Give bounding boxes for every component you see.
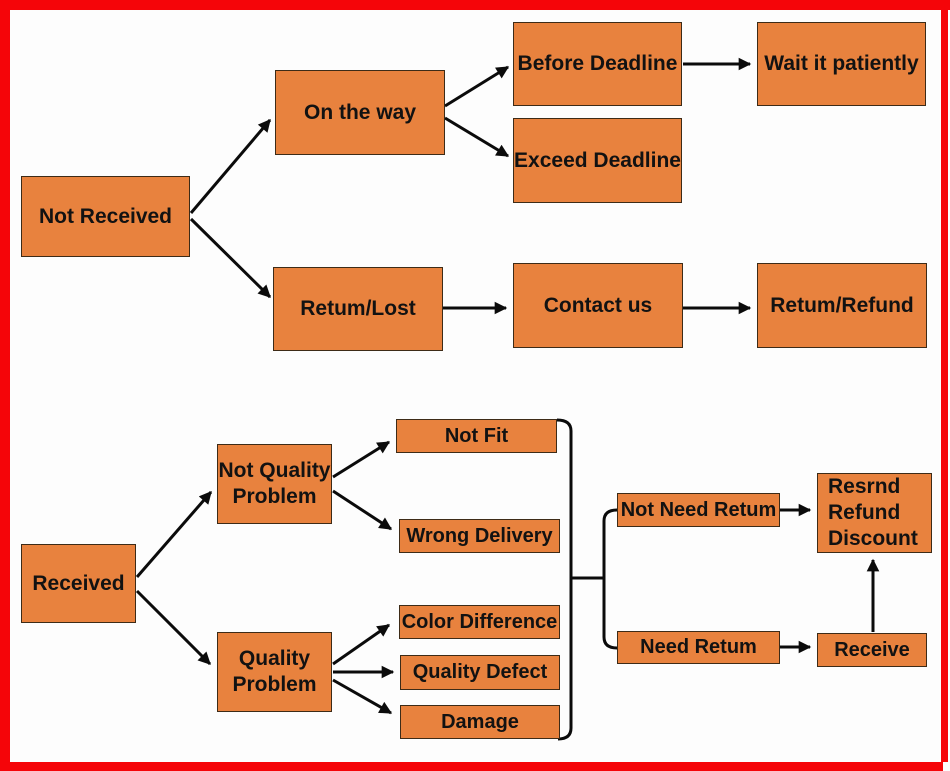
node-before-deadline: Before Deadline [513,22,682,106]
node-retum-lost-label: Retum/Lost [300,297,416,321]
edge-not-received-to-on-the-way [189,119,272,214]
node-not-need-retum-label: Not Need Retum [620,498,777,521]
node-quality-problem-label: Quality Problem [232,647,317,696]
node-contact-us: Contact us [513,263,683,348]
node-color-difference: Color Difference [399,605,560,639]
node-wrong-delivery-label: Wrong Delivery [406,524,553,547]
node-color-difference-label: Color Difference [401,610,558,633]
edge-quality-problem-to-color-difference [332,623,391,666]
frame-border-left [0,0,10,771]
node-need-retum: Need Retum [617,631,780,664]
node-wait-it-patiently: Wait it patiently [757,22,926,106]
node-resrnd-refund-discount: Resrnd Refund Discount [817,473,932,553]
node-wait-it-patiently-label: Wait it patiently [764,52,919,76]
node-need-retum-label: Need Retum [640,636,757,659]
node-not-quality-problem: Not Quality Problem [217,444,332,524]
node-resrnd-refund-discount-label: Resrnd Refund Discount [828,475,918,550]
node-received: Received [21,544,136,623]
bracket-outcomes-group [556,418,573,741]
node-not-fit: Not Fit [396,419,557,453]
node-retum-refund: Retum/Refund [757,263,927,348]
node-damage: Damage [400,705,560,739]
node-received-label: Received [32,571,125,595]
edge-received-to-not-quality-problem [135,491,213,578]
edge-on-the-way-to-exceed-deadline [444,116,510,158]
node-on-the-way-label: On the way [303,100,417,124]
node-quality-problem: Quality Problem [217,632,332,712]
node-not-need-retum: Not Need Retum [617,493,780,527]
node-quality-defect: Quality Defect [400,655,560,690]
node-quality-defect-label: Quality Defect [412,661,548,684]
node-exceed-deadline: Exceed Deadline [513,118,682,203]
edge-quality-problem-to-damage [332,678,393,715]
node-damage-label: Damage [441,710,519,733]
node-receive-label: Receive [834,638,910,661]
frame-border-bottom [0,762,943,771]
node-before-deadline-label: Before Deadline [517,52,678,76]
edge-not-quality-problem-to-not-fit [332,440,391,479]
frame-border-top [0,0,950,10]
edge-not-received-to-retum-lost [189,217,272,299]
node-receive: Receive [817,633,927,667]
node-exceed-deadline-label: Exceed Deadline [514,148,681,172]
node-retum-lost: Retum/Lost [273,267,443,351]
edge-on-the-way-to-before-deadline [444,65,510,108]
node-not-fit-label: Not Fit [444,424,509,447]
bracket-retum-split [602,508,618,650]
node-not-received: Not Received [21,176,190,257]
edge-not-quality-problem-to-wrong-delivery [332,489,393,531]
node-wrong-delivery: Wrong Delivery [399,519,560,553]
node-not-received-label: Not Received [38,204,173,228]
node-not-quality-problem-label: Not Quality Problem [218,459,331,508]
frame-border-right [941,10,948,762]
node-on-the-way: On the way [275,70,445,155]
node-retum-refund-label: Retum/Refund [770,293,914,317]
node-contact-us-label: Contact us [543,293,653,317]
edge-received-to-quality-problem [135,589,212,666]
